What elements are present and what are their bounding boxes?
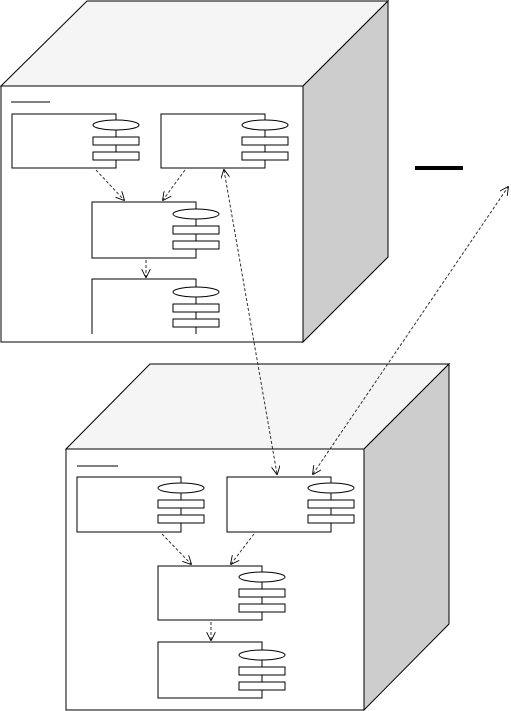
node-bottom [64, 362, 451, 711]
component-icon-port [241, 151, 289, 161]
component-icon-ellipse [172, 208, 220, 220]
component-icon-port [92, 151, 140, 161]
component-icon-port [307, 499, 355, 509]
dependency-arrow-bottom-1-to-3[interactable] [161, 533, 191, 564]
component-top-1[interactable] [11, 113, 140, 169]
dependency-arrow-top-2-to-3[interactable] [163, 169, 186, 200]
dependency-arrow-top-2-to-bottom-2[interactable] [224, 170, 277, 474]
component-icon-port [238, 666, 286, 676]
component-icon-ellipse [157, 482, 205, 494]
component-bottom-4[interactable] [157, 641, 286, 699]
component-icon-port [307, 514, 355, 524]
dependency-arrow-bottom-2-to-external[interactable] [313, 187, 508, 474]
component-icon-ellipse [238, 649, 286, 661]
component-icon-port [172, 318, 220, 328]
component-icon-port [172, 225, 220, 235]
component-icon-ellipse [307, 482, 355, 494]
component-icon-ellipse [241, 119, 289, 131]
node-top [0, 0, 390, 344]
component-icon-port [172, 303, 220, 313]
component-icon-port [172, 240, 220, 250]
component-bottom-2[interactable] [226, 476, 355, 533]
component-icon-port [92, 136, 140, 146]
component-icon-port [238, 588, 286, 598]
component-top-3[interactable] [91, 201, 220, 259]
dependency-arrow-bottom-2-to-3[interactable] [231, 533, 255, 564]
component-icon-port [238, 603, 286, 613]
component-icon-port [157, 499, 205, 509]
component-icon-ellipse [172, 286, 220, 298]
dependency-arrow-top-1-to-3[interactable] [95, 169, 124, 200]
component-icon-ellipse [238, 571, 286, 583]
component-top-4[interactable] [91, 278, 220, 334]
component-top-2[interactable] [160, 113, 289, 169]
component-icon-port [238, 681, 286, 691]
component-icon-ellipse [92, 119, 140, 131]
component-icon-port [241, 136, 289, 146]
component-bottom-3[interactable] [157, 565, 286, 621]
component-bottom-1[interactable] [76, 476, 205, 533]
component-icon-port [157, 514, 205, 524]
